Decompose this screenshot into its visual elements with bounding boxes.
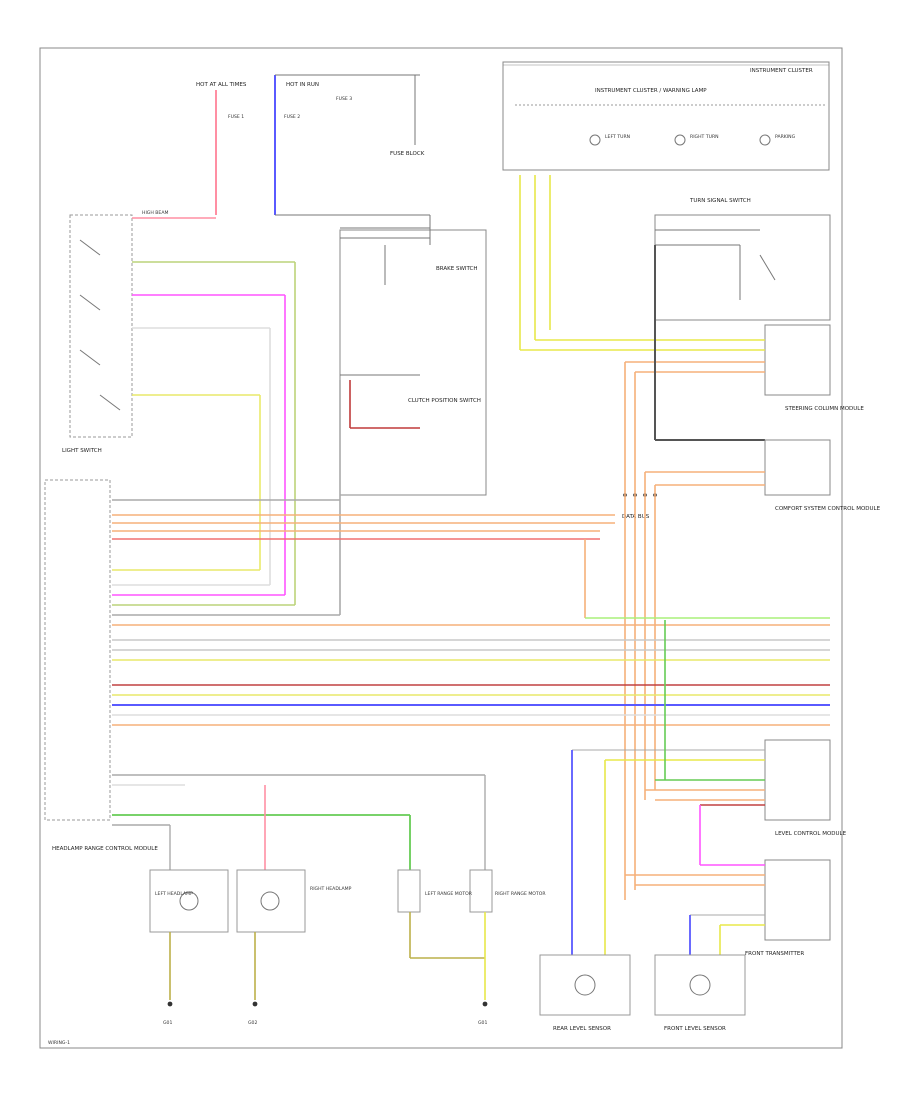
- ecm-bundles: [112, 499, 830, 726]
- fuse-a-label: FUSE 1: [228, 114, 244, 120]
- switch-to-module-runs: [259, 262, 296, 605]
- fuse-area: FUSE 1 FUSE 2 FUSE 3 HOT AT ALL TIMES HO…: [196, 74, 430, 216]
- headlamp-ecm-title: HEADLAMP RANGE CONTROL MODULE: [52, 846, 158, 852]
- right-turn-label: RIGHT TURN: [690, 134, 719, 140]
- turn-switch-title: TURN SIGNAL SWITCH: [689, 198, 751, 204]
- fuse-b-label: FUSE 2: [284, 114, 300, 120]
- ground-left-title: G01: [163, 1020, 172, 1026]
- fuse-panel-right-title: HOT IN RUN: [286, 82, 319, 88]
- data-bus-title: DATA BUS: [622, 514, 650, 520]
- light-switch-title: LIGHT SWITCH: [62, 448, 102, 454]
- front-transmitter-title: FRONT TRANSMITTER: [745, 951, 804, 957]
- level-control: LEVEL CONTROL MODULE FRONT TRANSMITTER R…: [539, 620, 847, 1032]
- comfort-module: COMFORT SYSTEM CONTROL MODULE: [645, 439, 881, 512]
- right-stepper-title: RIGHT RANGE MOTOR: [495, 891, 546, 897]
- high-beam-label: HIGH BEAM: [142, 210, 168, 216]
- ground-mid-title: G02: [248, 1020, 257, 1026]
- data-bus: DATA BUS: [622, 362, 657, 900]
- instrument-cluster: INSTRUMENT CLUSTER INSTRUMENT CLUSTER / …: [502, 61, 830, 350]
- headlamps: LEFT HEADLAMP RIGHT HEADLAMP LEFT RANGE …: [112, 774, 546, 1026]
- outer-frame: [39, 47, 843, 1049]
- headlamp-ecm: HEADLAMP RANGE CONTROL MODULE: [44, 479, 158, 852]
- brake-switch-title: BRAKE SWITCH: [436, 266, 478, 272]
- comfort-module-title: COMFORT SYSTEM CONTROL MODULE: [775, 506, 881, 512]
- ground-right-title: G01: [478, 1020, 487, 1026]
- turn-signal-area: TURN SIGNAL SWITCH STEERING COLUMN MODUL…: [520, 198, 864, 441]
- fuse-block-title: FUSE BLOCK: [390, 151, 425, 157]
- right-headlamp-title: RIGHT HEADLAMP: [310, 886, 352, 892]
- parking-label: PARKING: [775, 134, 796, 140]
- fuse-c-label: FUSE 3: [336, 96, 352, 102]
- level-module-title: LEVEL CONTROL MODULE: [775, 831, 847, 837]
- left-stepper-title: LEFT RANGE MOTOR: [425, 891, 473, 897]
- footer-code: WIRING-1: [48, 1040, 70, 1046]
- light-switch: LIGHT SWITCH HIGH BEAM: [62, 210, 295, 454]
- left-headlamp-title: LEFT HEADLAMP: [155, 891, 193, 897]
- steering-module-title: STEERING COLUMN MODULE: [785, 406, 864, 412]
- instrument-cluster-sub-title: INSTRUMENT CLUSTER / WARNING LAMP: [595, 88, 707, 94]
- front-level-sensor-title: FRONT LEVEL SENSOR: [664, 1026, 726, 1032]
- brake-clutch-area: BRAKE SWITCH CLUTCH POSITION SWITCH: [339, 215, 487, 615]
- fuse-panel-left-title: HOT AT ALL TIMES: [196, 82, 247, 88]
- instrument-cluster-title: INSTRUMENT CLUSTER: [750, 68, 813, 74]
- clutch-switch-title: CLUTCH POSITION SWITCH: [408, 398, 481, 404]
- left-turn-label: LEFT TURN: [605, 134, 630, 140]
- rear-level-sensor-title: REAR LEVEL SENSOR: [553, 1026, 611, 1032]
